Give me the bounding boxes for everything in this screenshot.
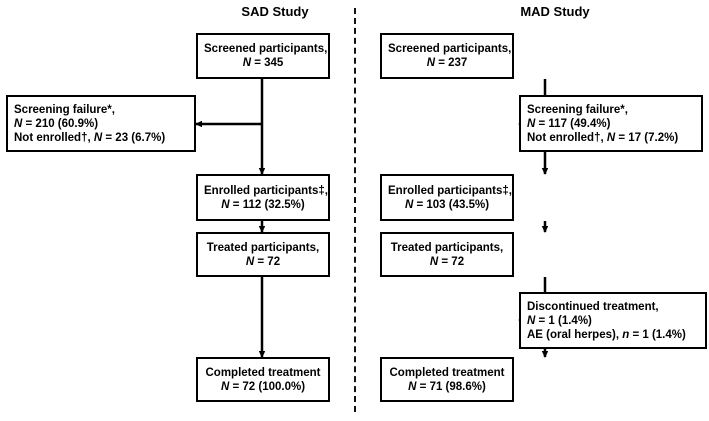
mad-screened-n: N [426,57,435,69]
mad-sf-n: N [527,117,536,130]
sad-enrolled-comma: , [324,184,328,197]
sad-enrolled-line1: Enrolled participants‡, [204,184,328,198]
mad-screened-line1: Screened participants, [388,43,512,55]
sad-notenrolled-label: Not enrolled [14,131,82,144]
mad-completed-value: = 71 (98.6%) [416,380,486,393]
mad-notenrolled-dagger: † [594,131,601,144]
mad-ae-value: = 1 (1.4%) [629,328,686,341]
panel-divider [354,8,356,412]
mad-treated-line1: Treated participants, [390,241,504,254]
sad-screened-line2: N = 345 [204,56,322,70]
sad-notenrolled-value: = 23 (6.7%) [102,131,166,144]
mad-screening-failure-box: Screening failure*, N = 117 (49.4%) Not … [519,95,703,152]
mad-sf-line3: Not enrolled†, N = 17 (7.2%) [527,131,695,145]
mad-completed-n: N [408,380,417,393]
sad-completed-n: N [220,380,230,393]
sad-sf-line3: Not enrolled†, N = 23 (6.7%) [14,131,188,145]
mad-discontinued-box: Discontinued treatment, N = 1 (1.4%) AE … [519,292,707,349]
mad-disc-line3: AE (oral herpes), n = 1 (1.4%) [527,328,699,342]
sad-treated-value: = 72 [254,255,281,268]
mad-disc-value: = 1 (1.4%) [535,314,592,327]
sad-panel-title: SAD Study [241,4,309,19]
mad-sf-value: = 117 (49.4%) [535,117,611,130]
mad-completed-line2: N = 71 (98.6%) [388,380,506,394]
sad-treated-line2: N = 72 [204,255,322,269]
mad-treated-line2: N = 72 [388,255,506,269]
sad-sf-n: N [14,117,23,130]
sad-sf-line2: N = 210 (60.9%) [14,117,188,131]
mad-screened-value: = 237 [435,57,468,69]
sad-enrolled-line2: N = 112 (32.5%) [204,198,322,212]
sad-sf-value: = 210 (60.9%) [22,117,99,130]
sad-completed-line1: Completed treatment [205,366,321,379]
sad-screening-failure-box: Screening failure*, N = 210 (60.9%) Not … [6,95,196,152]
mad-enrolled-comma: , [508,184,512,197]
sad-screened-box: Screened participants, N = 345 [196,33,330,79]
mad-sf-line2: N = 117 (49.4%) [527,117,695,131]
sad-completed-value: = 72 (100.0%) [229,380,306,393]
mad-screened-box: Screened participants, N = 237 [380,33,514,79]
mad-panel-title: MAD Study [520,4,590,19]
sad-sf-line1: Screening failure*, [14,103,115,116]
mad-enrolled-line1: Enrolled participants‡, [388,184,512,198]
mad-ae-label: AE (oral herpes), [527,328,623,341]
sad-enrolled-n: N [221,198,230,211]
mad-completed-line1: Completed treatment [389,366,505,379]
mad-enrolled-label: Enrolled participants [388,184,503,197]
mad-completed-box: Completed treatment N = 71 (98.6%) [380,357,514,402]
sad-screened-n: N [242,57,251,69]
sad-notenrolled-dagger: † [81,131,88,144]
mad-disc-line1: Discontinued treatment, [527,300,659,313]
sad-completed-line2: N = 72 (100.0%) [204,380,322,394]
mad-enrolled-n: N [404,198,414,211]
mad-screened-line2: N = 237 [388,56,506,70]
sad-enrolled-dagger: ‡ [318,184,325,197]
mad-notenrolled-label: Not enrolled [527,131,595,144]
sad-screened-value: = 345 [251,57,284,69]
mad-ae-n: n [622,328,630,341]
mad-treated-box: Treated participants, N = 72 [380,232,514,277]
sad-notenrolled-n: N [93,131,103,144]
sad-enrolled-label: Enrolled participants [204,184,319,197]
mad-disc-n: N [527,314,536,327]
mad-enrolled-value: = 103 (43.5%) [413,198,490,211]
sad-treated-n: N [245,255,255,268]
mad-sf-line1: Screening failure*, [527,103,628,116]
sad-notenrolled-sep: , [87,131,94,144]
sad-treated-line1: Treated participants, [206,241,320,254]
mad-enrolled-box: Enrolled participants‡, N = 103 (43.5%) [380,174,514,221]
mad-treated-value: = 72 [438,255,465,268]
mad-notenrolled-n: N [606,131,616,144]
mad-notenrolled-sep: , [600,131,607,144]
mad-enrolled-line2: N = 103 (43.5%) [388,198,506,212]
sad-enrolled-value: = 112 (32.5%) [229,198,305,211]
sad-completed-box: Completed treatment N = 72 (100.0%) [196,357,330,402]
sad-treated-box: Treated participants, N = 72 [196,232,330,277]
mad-disc-line2: N = 1 (1.4%) [527,314,699,328]
sad-enrolled-box: Enrolled participants‡, N = 112 (32.5%) [196,174,330,221]
mad-notenrolled-value: = 17 (7.2%) [615,131,679,144]
sad-screened-line1: Screened participants, [204,43,328,55]
mad-enrolled-dagger: ‡ [502,184,509,197]
mad-treated-n: N [429,255,439,268]
